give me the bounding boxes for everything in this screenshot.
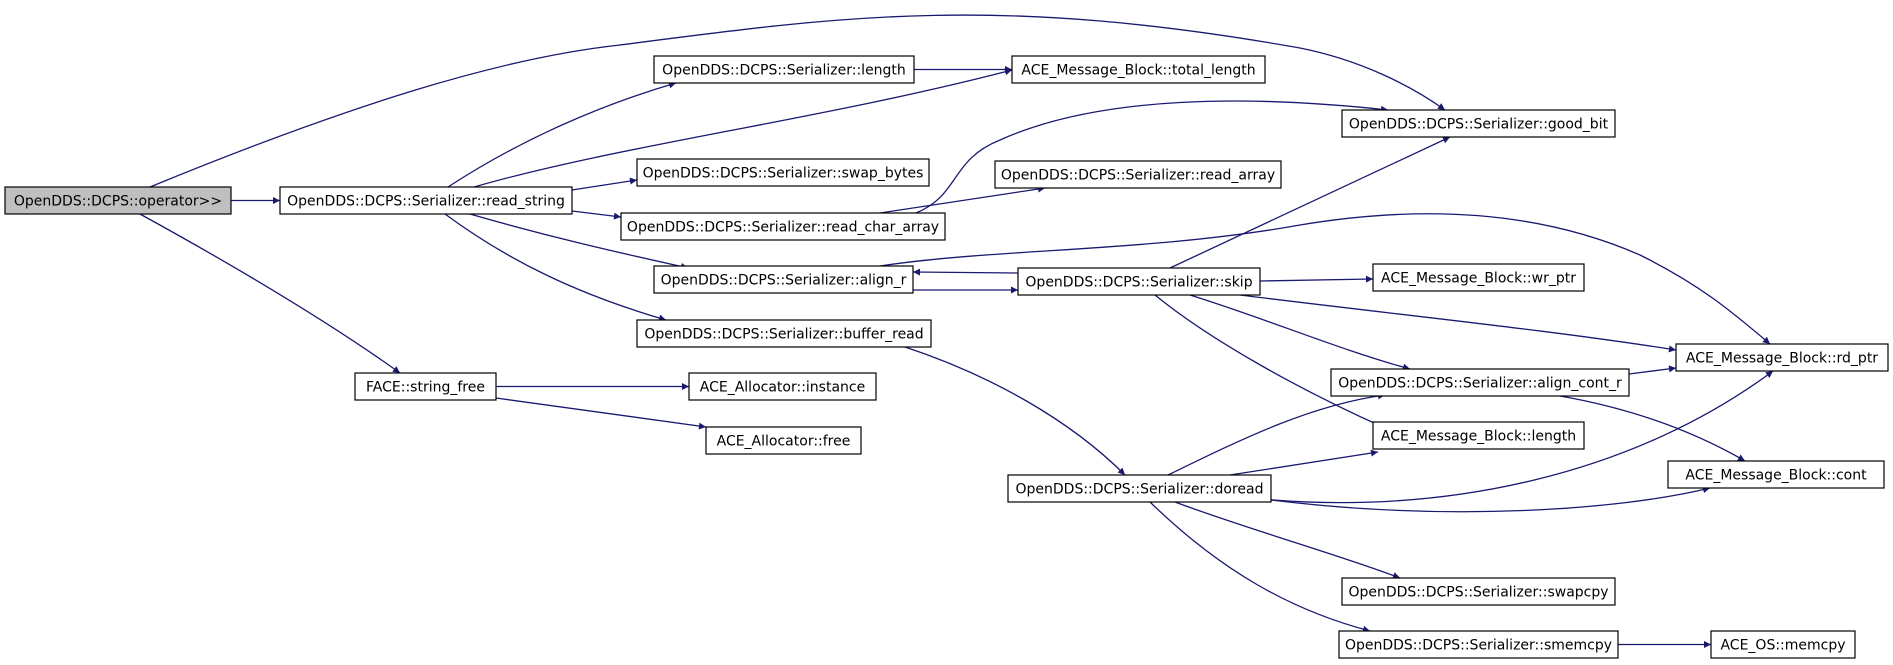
node-read-array[interactable]: OpenDDS::DCPS::Serializer::read_array bbox=[994, 160, 1282, 189]
node-good-bit[interactable]: OpenDDS::DCPS::Serializer::good_bit bbox=[1341, 109, 1616, 138]
edge-doread-to-rd_ptr bbox=[1239, 370, 1774, 504]
node-label: FACE::string_free bbox=[366, 380, 485, 396]
node-rd-ptr[interactable]: ACE_Message_Block::rd_ptr bbox=[1675, 343, 1889, 372]
node-label: OpenDDS::DCPS::operator>> bbox=[14, 194, 222, 210]
node-box bbox=[1372, 263, 1585, 292]
node-swap-bytes[interactable]: OpenDDS::DCPS::Serializer::swap_bytes bbox=[636, 158, 930, 187]
edge-read_string-to-swap_bytes bbox=[571, 177, 638, 191]
node-label: OpenDDS::DCPS::Serializer::align_r bbox=[661, 273, 907, 289]
node-box bbox=[354, 372, 497, 401]
node-box bbox=[994, 160, 1282, 189]
edge-skip-to-align_r bbox=[912, 268, 1019, 276]
edge-root-to-good_bit bbox=[149, 14, 1446, 188]
node-label: OpenDDS::DCPS::Serializer::read_array bbox=[1001, 168, 1275, 184]
node-skip[interactable]: OpenDDS::DCPS::Serializer::skip bbox=[1017, 267, 1261, 296]
node-ser-length[interactable]: OpenDDS::DCPS::Serializer::length bbox=[653, 55, 915, 84]
node-read-char-array[interactable]: OpenDDS::DCPS::Serializer::read_char_arr… bbox=[620, 212, 946, 241]
edge-read_string-to-read_char_array bbox=[571, 210, 622, 220]
edge-skip-to-good_bit bbox=[1169, 136, 1451, 269]
node-box bbox=[1675, 343, 1889, 372]
edge-read_string-to-ser_length bbox=[447, 81, 677, 188]
node-root[interactable]: OpenDDS::DCPS::operator>> bbox=[4, 186, 232, 215]
node-box bbox=[1667, 460, 1885, 489]
node-box bbox=[1330, 368, 1630, 397]
edge-read_string-to-buffer_read bbox=[444, 213, 667, 322]
edge-doread-to-swapcpy bbox=[1174, 501, 1401, 579]
edge-align_cont_r-to-cont bbox=[1559, 395, 1746, 462]
node-box bbox=[1011, 55, 1266, 84]
edge-doread-to-smemcpy bbox=[1149, 501, 1371, 633]
node-box bbox=[1372, 421, 1585, 450]
node-box bbox=[1710, 630, 1856, 659]
node-box bbox=[1007, 474, 1272, 503]
node-label: ACE_Message_Block::rd_ptr bbox=[1686, 351, 1878, 367]
node-label: OpenDDS::DCPS::Serializer::swap_bytes bbox=[643, 166, 924, 182]
node-read-string[interactable]: OpenDDS::DCPS::Serializer::read_string bbox=[279, 186, 573, 215]
node-box bbox=[705, 426, 862, 455]
edge-align_r-to-rd_ptr bbox=[879, 213, 1771, 345]
node-label: ACE_OS::memcpy bbox=[1720, 638, 1845, 654]
edge-skip-to-wr_ptr bbox=[1259, 275, 1374, 283]
node-box bbox=[1341, 109, 1616, 138]
node-cont[interactable]: ACE_Message_Block::cont bbox=[1667, 460, 1885, 489]
node-label: ACE_Message_Block::wr_ptr bbox=[1381, 271, 1576, 287]
node-align-cont-r[interactable]: OpenDDS::DCPS::Serializer::align_cont_r bbox=[1330, 368, 1630, 397]
node-label: OpenDDS::DCPS::Serializer::swapcpy bbox=[1348, 585, 1608, 601]
node-buffer-read[interactable]: OpenDDS::DCPS::Serializer::buffer_read bbox=[636, 319, 932, 348]
node-label: OpenDDS::DCPS::Serializer::doread bbox=[1016, 482, 1264, 498]
edge-skip-to-rd_ptr bbox=[1239, 294, 1677, 353]
node-box bbox=[4, 186, 232, 215]
node-alloc-free[interactable]: ACE_Allocator::free bbox=[705, 426, 862, 455]
node-label: OpenDDS::DCPS::Serializer::skip bbox=[1025, 275, 1252, 291]
node-box bbox=[636, 319, 932, 348]
node-doread[interactable]: OpenDDS::DCPS::Serializer::doread bbox=[1007, 474, 1272, 503]
node-label: OpenDDS::DCPS::Serializer::buffer_read bbox=[644, 327, 923, 343]
edge-doread-to-cont bbox=[1270, 486, 1711, 513]
edge-read_string-to-total_length bbox=[473, 68, 1013, 188]
node-label: OpenDDS::DCPS::Serializer::align_cont_r bbox=[1338, 376, 1622, 392]
node-box bbox=[620, 212, 946, 241]
edge-read_char_array-to-read_array bbox=[879, 185, 1046, 214]
node-wr-ptr[interactable]: ACE_Message_Block::wr_ptr bbox=[1372, 263, 1585, 292]
edge-buffer_read-to-doread bbox=[904, 346, 1126, 476]
node-total-length[interactable]: ACE_Message_Block::total_length bbox=[1011, 55, 1266, 84]
node-box bbox=[653, 55, 915, 84]
node-box bbox=[1338, 630, 1619, 659]
node-box bbox=[653, 265, 914, 294]
node-box bbox=[1341, 577, 1616, 606]
node-alloc-instance[interactable]: ACE_Allocator::instance bbox=[688, 372, 877, 401]
edge-doread-to-align_cont_r bbox=[1167, 392, 1386, 476]
node-label: ACE_Allocator::instance bbox=[700, 380, 865, 396]
node-label: ACE_Allocator::free bbox=[717, 434, 851, 450]
edge-align_cont_r-to-rd_ptr bbox=[1628, 365, 1677, 375]
node-string-free[interactable]: FACE::string_free bbox=[354, 372, 497, 401]
node-label: OpenDDS::DCPS::Serializer::read_string bbox=[287, 194, 565, 210]
node-label: OpenDDS::DCPS::Serializer::read_char_arr… bbox=[627, 220, 939, 236]
node-label: ACE_Message_Block::length bbox=[1381, 429, 1576, 445]
node-box bbox=[636, 158, 930, 187]
node-swapcpy[interactable]: OpenDDS::DCPS::Serializer::swapcpy bbox=[1341, 577, 1616, 606]
edge-string_free-to-alloc_free bbox=[495, 397, 707, 430]
node-smemcpy[interactable]: OpenDDS::DCPS::Serializer::smemcpy bbox=[1338, 630, 1619, 659]
edge-skip-to-align_cont_r bbox=[1189, 294, 1411, 371]
node-memcpy[interactable]: ACE_OS::memcpy bbox=[1710, 630, 1856, 659]
node-mb-length[interactable]: ACE_Message_Block::length bbox=[1372, 421, 1585, 450]
edge-root-to-string_free bbox=[139, 213, 401, 374]
node-align-r[interactable]: OpenDDS::DCPS::Serializer::align_r bbox=[653, 265, 914, 294]
edge-read_string-to-align_r bbox=[469, 213, 689, 270]
node-box bbox=[279, 186, 573, 215]
node-box bbox=[688, 372, 877, 401]
node-label: OpenDDS::DCPS::Serializer::smemcpy bbox=[1345, 638, 1612, 654]
node-box bbox=[1017, 267, 1261, 296]
node-label: ACE_Message_Block::total_length bbox=[1021, 63, 1255, 79]
node-label: OpenDDS::DCPS::Serializer::good_bit bbox=[1349, 117, 1609, 133]
node-label: OpenDDS::DCPS::Serializer::length bbox=[662, 63, 906, 79]
node-label: ACE_Message_Block::cont bbox=[1685, 468, 1867, 484]
edge-skip-to-mb_length bbox=[1154, 294, 1386, 429]
edge-doread-to-mb_length bbox=[1229, 449, 1379, 476]
edge-read_char_array-to-good_bit bbox=[915, 100, 1389, 214]
